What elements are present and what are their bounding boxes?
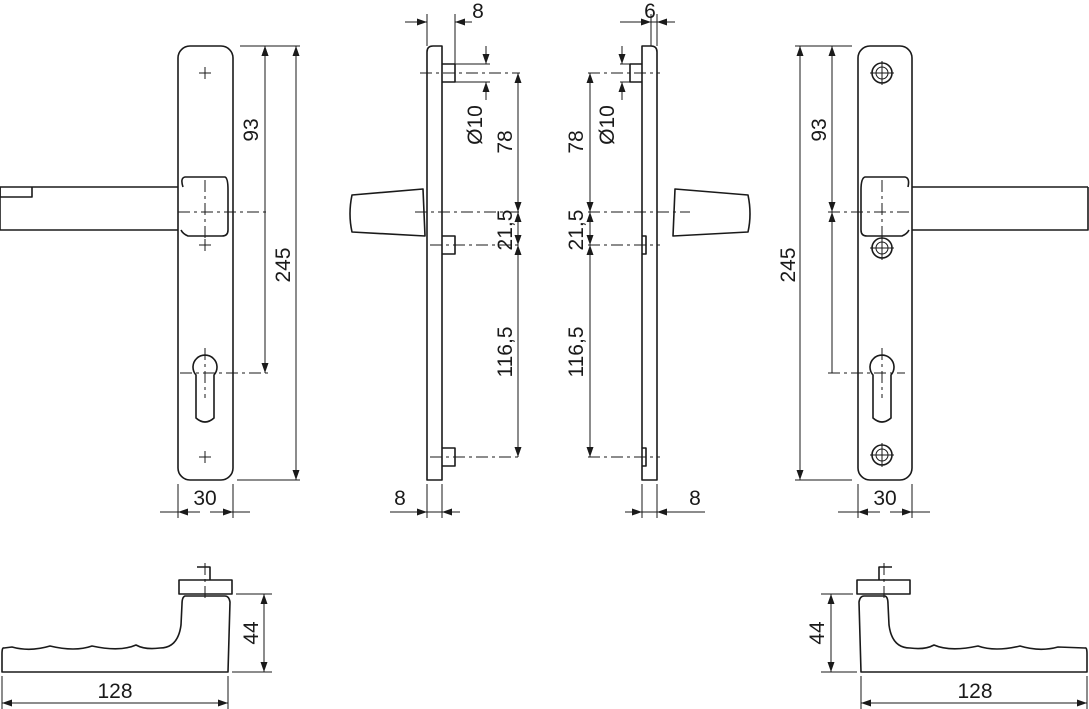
dim-44: 44 (240, 621, 263, 645)
dim-93: 93 (240, 118, 263, 141)
front-view-right: 93 245 30 (777, 45, 1089, 518)
side-view-left: 8 Ø10 78 21,5 116,5 8 (349, 0, 522, 518)
lever-side (672, 188, 751, 237)
backplate (857, 45, 913, 481)
dim-116-5: 116,5 (494, 327, 517, 378)
dim-30: 30 (873, 487, 896, 510)
screw-marks (199, 67, 211, 463)
dim-128: 128 (957, 680, 992, 703)
dim-diameter: Ø10 (464, 105, 487, 145)
dim-78: 78 (565, 130, 588, 153)
dim-30: 30 (193, 487, 216, 510)
spindle-rosette (856, 566, 911, 595)
pins (629, 63, 647, 467)
dim-93: 93 (808, 118, 831, 141)
dim-21-5: 21,5 (565, 210, 588, 251)
lever-profile (1, 595, 231, 673)
pins (442, 63, 456, 467)
dim-116-5: 116,5 (565, 327, 588, 378)
keyhole (869, 354, 895, 423)
lever-handle (860, 176, 1089, 237)
dim-top: 8 (472, 0, 484, 23)
dim-21-5: 21,5 (494, 210, 517, 251)
dim-245: 245 (272, 247, 295, 282)
backplate-side (641, 45, 658, 481)
lever-profile-left: 44 128 (1, 563, 272, 709)
dim-128: 128 (97, 680, 132, 703)
dim-bottom: 8 (394, 487, 406, 510)
dim-44: 44 (806, 621, 829, 645)
lever-handle (0, 176, 229, 237)
dim-245: 245 (777, 247, 800, 282)
lever-profile (858, 595, 1088, 673)
spindle-rosette (178, 566, 233, 595)
rosette-screws (870, 61, 894, 467)
dim-78: 78 (494, 130, 517, 153)
front-view-left: 93 245 30 (0, 46, 300, 518)
lever-profile-right (821, 563, 1088, 709)
dim-top: 6 (644, 0, 656, 23)
side-view-right: 6 Ø10 78 21,5 116,5 8 (565, 0, 751, 518)
keyhole (192, 354, 218, 423)
lever-side (349, 188, 426, 237)
dim-diameter: Ø10 (596, 105, 619, 145)
backplate-side (426, 45, 443, 481)
dim-bottom: 8 (689, 487, 701, 510)
backplate (177, 45, 234, 481)
